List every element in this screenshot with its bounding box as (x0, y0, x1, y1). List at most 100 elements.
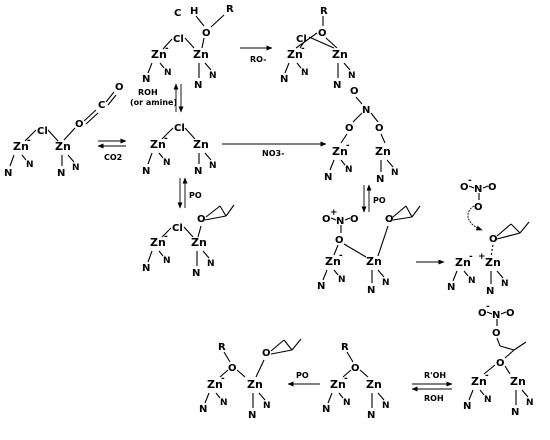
svg-text:Zn: Zn (191, 236, 207, 249)
nitrate-po-complex: O + N O O O Zn - Zn N N N N (317, 205, 421, 296)
svg-text:N: N (511, 407, 519, 418)
svg-text:Zn: Zn (151, 48, 167, 61)
alkoxide-po-complex: R O O Zn - Zn N N N N (199, 338, 302, 421)
co2-equilibrium-arrows: CO2 (97, 138, 127, 162)
svg-text:O: O (228, 363, 237, 374)
svg-text:PO: PO (296, 371, 309, 380)
svg-text:N: N (382, 401, 390, 411)
svg-text:N: N (317, 281, 325, 292)
svg-text:N: N (194, 166, 202, 177)
svg-text:-: - (485, 371, 489, 381)
svg-text:N: N (4, 168, 12, 179)
svg-text:N: N (382, 278, 390, 288)
svg-text:PO: PO (189, 191, 202, 200)
nitrate-bridged-complex: O N O O Zn - Zn N N N N (324, 86, 399, 185)
svg-text:-: - (486, 302, 490, 312)
svg-text:O: O (506, 308, 515, 319)
svg-text:N: N (26, 160, 34, 170)
svg-text:N: N (194, 80, 202, 91)
svg-text:N: N (57, 168, 65, 179)
svg-text:N: N (486, 286, 494, 297)
svg-text:Zn: Zn (510, 375, 526, 388)
svg-text:O: O (322, 214, 331, 225)
svg-text:O: O (385, 214, 394, 225)
svg-text:N: N (474, 184, 482, 195)
svg-text:N: N (376, 174, 384, 185)
svg-text:N: N (220, 398, 228, 408)
svg-text:O: O (262, 348, 271, 359)
svg-text:O: O (489, 234, 498, 245)
svg-text:O: O (350, 214, 359, 225)
alkoxide-bridged-complex: R O Zn - Zn N N N N (322, 342, 390, 421)
ro-minus-arrow: RO- (240, 45, 273, 64)
svg-text:Zn: Zn (332, 48, 348, 61)
svg-text:-: - (165, 44, 169, 54)
svg-text:-: - (164, 232, 168, 242)
roh-bound-complex: C H R O Zn - Zn Cl N N N N (142, 4, 234, 91)
svg-text:N: N (301, 68, 309, 78)
co2-label: CO2 (104, 153, 122, 162)
svg-text:N: N (322, 404, 330, 415)
cl-bridged-complex: Zn - Zn Cl N N N N (142, 123, 217, 177)
svg-text:O: O (318, 28, 327, 39)
svg-text:N: N (192, 268, 200, 279)
svg-text:-: - (344, 374, 348, 384)
svg-text:O: O (75, 119, 84, 130)
svg-text:Zn: Zn (366, 378, 382, 391)
po-bound-cl-complex: O Zn - Zn Cl N N N N (142, 204, 235, 279)
svg-text:N: N (484, 395, 492, 405)
svg-text:N: N (209, 71, 217, 81)
svg-text:Zn: Zn (150, 236, 166, 249)
svg-text:Zn: Zn (366, 255, 382, 268)
po-arrow-bottom: PO (287, 371, 320, 387)
svg-text:-: - (339, 251, 343, 261)
svg-text:Zn: Zn (13, 140, 29, 153)
nitrogen-atom: N (362, 105, 370, 116)
svg-text:Zn: Zn (330, 378, 346, 391)
svg-text:N: N (280, 74, 288, 85)
svg-text:N: N (324, 172, 332, 183)
svg-text:-: - (468, 176, 472, 186)
svg-text:Cl: Cl (174, 123, 185, 134)
svg-text:N: N (209, 161, 217, 171)
svg-text:Zn: Zn (485, 256, 501, 269)
svg-text:N: N (345, 165, 353, 175)
svg-text:-: - (164, 134, 168, 144)
svg-text:N: N (263, 401, 271, 411)
svg-text:R: R (218, 342, 226, 353)
svg-text:N: N (72, 163, 80, 173)
svg-text:Zn: Zn (332, 145, 348, 158)
svg-text:N: N (336, 216, 344, 227)
svg-text:N: N (391, 168, 399, 178)
svg-text:R'OH: R'OH (424, 371, 446, 380)
svg-text:-: - (27, 136, 31, 146)
svg-text:N: N (142, 166, 150, 177)
svg-text:-: - (346, 141, 350, 151)
nitrate-arrow: NO3- (222, 141, 327, 158)
svg-text:Cl: Cl (296, 34, 307, 45)
svg-text:ROH: ROH (424, 394, 444, 403)
svg-text:O: O (202, 28, 211, 39)
separated-species: Zn - + N N O - N O O O Zn N N (447, 176, 530, 297)
svg-text:R: R (226, 4, 234, 15)
svg-text:+: + (330, 208, 338, 218)
po-equilibrium-right: PO (361, 184, 386, 213)
svg-text:N: N (468, 276, 476, 286)
svg-text:Zn: Zn (193, 48, 209, 61)
svg-text:N: N (207, 259, 215, 269)
svg-text:NO3-: NO3- (262, 149, 284, 158)
svg-text:N: N (447, 282, 455, 293)
svg-text:O: O (115, 82, 124, 93)
svg-text:O: O (496, 358, 505, 369)
svg-text:-: - (301, 44, 305, 54)
svg-text:O: O (351, 363, 360, 374)
svg-text:(or amine): (or amine) (130, 98, 177, 107)
svg-text:N: N (526, 398, 534, 408)
svg-text:Zn: Zn (287, 48, 303, 61)
svg-text:N: N (367, 285, 375, 296)
svg-text:Zn: Zn (193, 138, 209, 151)
svg-text:N: N (142, 263, 150, 274)
svg-text:Cl: Cl (172, 223, 183, 234)
svg-text:Zn: Zn (471, 375, 487, 388)
